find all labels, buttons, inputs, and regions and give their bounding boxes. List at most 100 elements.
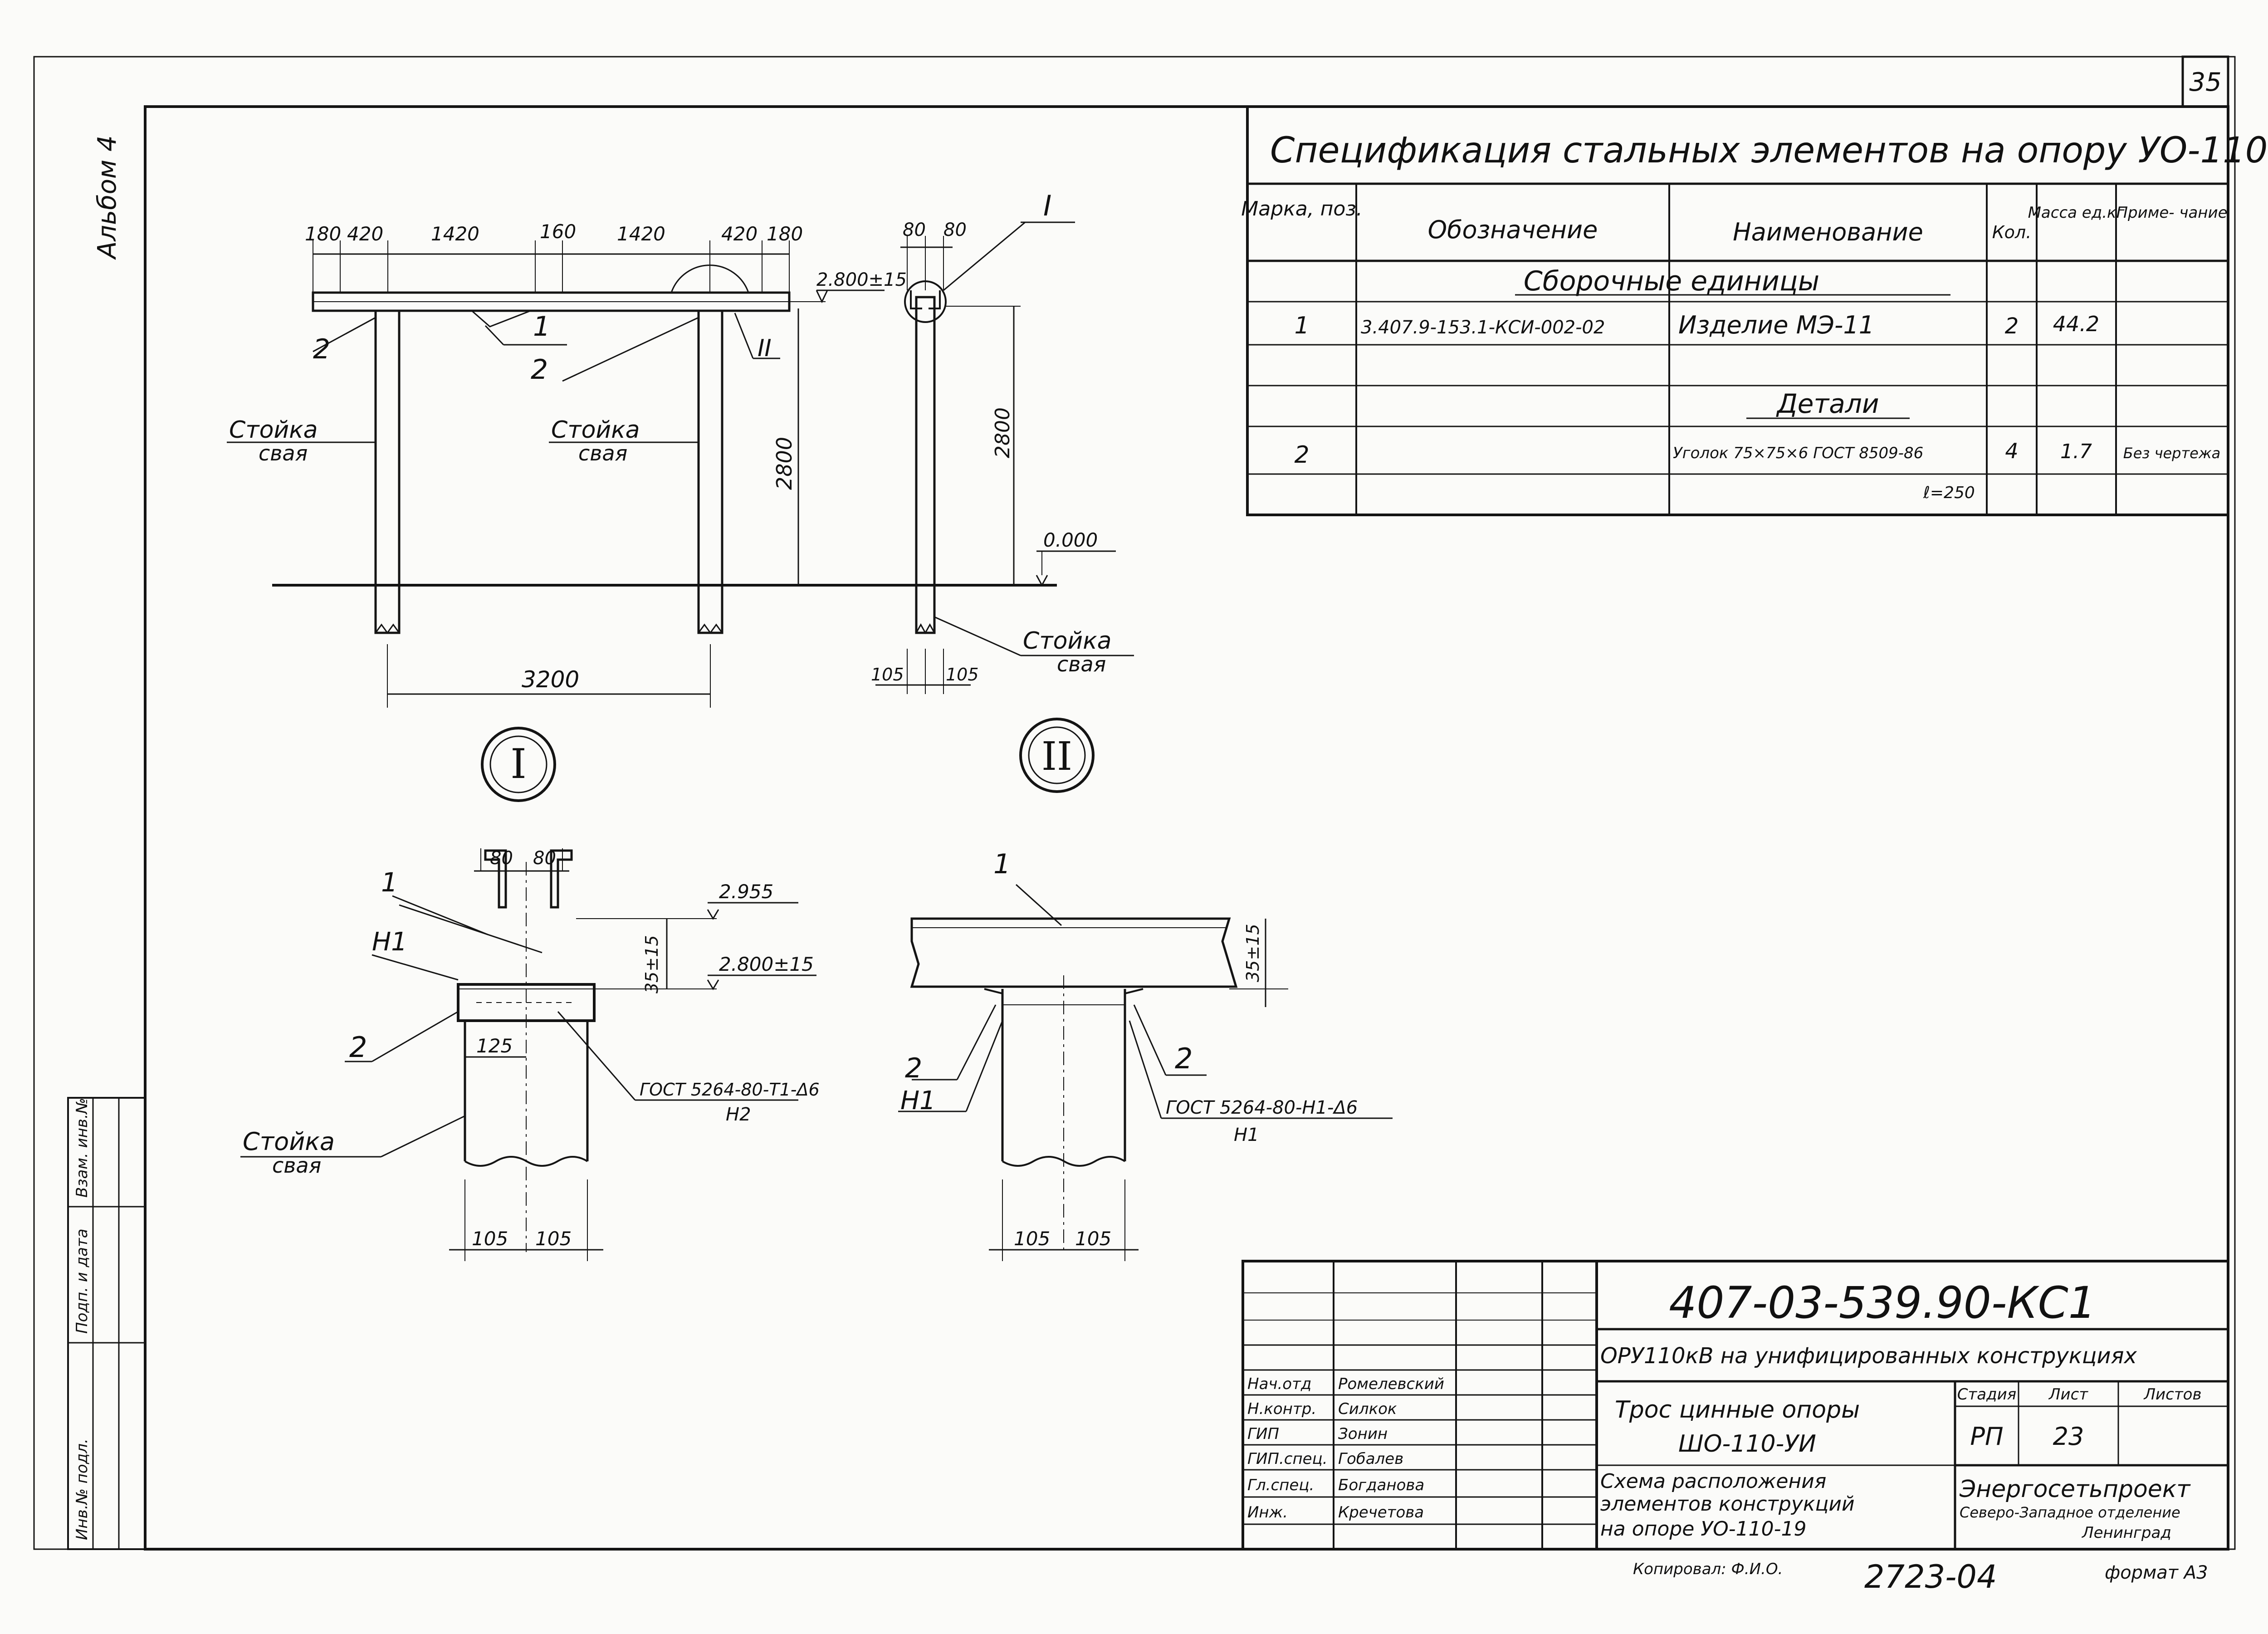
d2-weld: ГОСТ 5264-80-Н1-Δ6 bbox=[1166, 1097, 1358, 1118]
detail-2-label: II bbox=[1041, 734, 1072, 779]
detail-1-label: I bbox=[510, 740, 527, 788]
hdr-mass: Масса ед.кг bbox=[2028, 204, 2125, 222]
sv-dim-105b: 105 bbox=[946, 665, 979, 685]
tb-name-3: Зонин bbox=[1338, 1425, 1388, 1443]
d1-dim-80b: 80 bbox=[533, 848, 556, 869]
row1-qty: 2 bbox=[2005, 313, 2019, 339]
fv-stand-right: Стойка bbox=[551, 416, 640, 444]
detail-2: II 1 35±15 2 Н1 2 ГОСТ 5264-80-Н1-Δ6 Н1 bbox=[898, 718, 1393, 1261]
side-strip: Инв.№ подл. Подп. и дата Взам. инв.№ bbox=[67, 1097, 146, 1550]
row2-name: Уголок 75×75×6 ГОСТ 8509-86 bbox=[1673, 444, 1923, 462]
sv-pile-label: свая bbox=[1057, 652, 1106, 676]
d1-level-bottom: 2.800±15 bbox=[719, 953, 814, 975]
row2-note: Без чертежа bbox=[2123, 445, 2221, 462]
tb-role-6: Инж. bbox=[1247, 1503, 1288, 1521]
section-assemblies: Сборочные единицы bbox=[1524, 265, 1819, 297]
tb-sheet-title-2: ШО-110-УИ bbox=[1678, 1430, 1816, 1458]
row2-qty: 4 bbox=[2005, 439, 2018, 463]
fv-level-top: 2.800±15 bbox=[816, 269, 907, 290]
row2-mark: 2 bbox=[1294, 441, 1309, 469]
d1-callout-1: 1 bbox=[381, 867, 398, 898]
tb-role-2: Н.контр. bbox=[1247, 1400, 1316, 1418]
d2-callout-2-right: 2 bbox=[1175, 1042, 1193, 1075]
row1-designation: 3.407.9-153.1-КСИ-002-02 bbox=[1361, 317, 1605, 338]
d1-callout-2: 2 bbox=[349, 1031, 367, 1064]
fv-callout-2b: 2 bbox=[531, 354, 548, 386]
d2-dim-105a: 105 bbox=[1014, 1228, 1050, 1250]
detail-1: I 80 80 2.955 2.800±15 35±15 125 bbox=[240, 727, 820, 1261]
d1-callout-h1: Н1 bbox=[372, 927, 407, 957]
d1-dim-105a: 105 bbox=[472, 1228, 508, 1250]
fv-span: 3200 bbox=[522, 666, 579, 693]
detail-2-circle bbox=[1019, 718, 1095, 793]
row2-length: ℓ=250 bbox=[1923, 484, 1975, 502]
fv-dim-420a: 420 bbox=[347, 223, 383, 245]
fv-callout-2a: 2 bbox=[313, 333, 330, 365]
row2-mass: 1.7 bbox=[2060, 440, 2092, 463]
fv-dim-1420a: 1420 bbox=[431, 223, 479, 245]
row1-name: Изделие МЭ-11 bbox=[1678, 311, 1874, 339]
tb-name-5: Богданова bbox=[1338, 1476, 1424, 1494]
tb-drawing-title-3: на опоре УО-110-19 bbox=[1600, 1517, 1806, 1541]
d1-dim-35: 35±15 bbox=[642, 935, 662, 993]
detail-1-circle bbox=[481, 727, 556, 802]
tb-sheet-header: Лист bbox=[2048, 1385, 2088, 1404]
tb-name-4: Гобалев bbox=[1338, 1450, 1403, 1468]
sv-dim-105a: 105 bbox=[871, 665, 904, 685]
d1-dim-105b: 105 bbox=[535, 1228, 572, 1250]
row1-mark: 1 bbox=[1294, 312, 1309, 339]
d1-dim-80a: 80 bbox=[490, 848, 513, 869]
page-number: 35 bbox=[2189, 68, 2221, 97]
fv-pile-right: свая bbox=[578, 441, 627, 465]
sv-dim-80a: 80 bbox=[903, 220, 926, 240]
sv-stand: Стойка bbox=[1023, 627, 1111, 655]
tb-role-3: ГИП bbox=[1247, 1425, 1279, 1443]
tb-project: ОРУ110кВ на унифицированных конструкциях bbox=[1600, 1343, 2137, 1369]
tb-role-4: ГИП.спец. bbox=[1247, 1450, 1328, 1468]
strip-inv: Инв.№ подл. bbox=[73, 1438, 91, 1540]
tb-stage-header: Стадия bbox=[1957, 1385, 2016, 1404]
tb-code: 407-03-539.90-КС1 bbox=[1669, 1277, 2096, 1328]
section-details: Детали bbox=[1775, 388, 1879, 419]
tb-role-5: Гл.спец. bbox=[1247, 1476, 1314, 1494]
d1-weld: ГОСТ 5264-80-Т1-Δ6 bbox=[640, 1080, 820, 1100]
format-label: формат А3 bbox=[2105, 1562, 2208, 1583]
fv-callout-1: 1 bbox=[533, 311, 550, 342]
d1-level-top: 2.955 bbox=[719, 881, 773, 903]
title-block: Нач.отд Ромелевский Н.контр. Силкок ГИП … bbox=[1242, 1260, 2229, 1551]
tb-org-3: Ленинград bbox=[2081, 1524, 2171, 1542]
fv-height: 2800 bbox=[772, 437, 797, 490]
sv-dim-80b: 80 bbox=[943, 220, 967, 240]
fv-pile-left: свая bbox=[259, 441, 308, 465]
d1-weld-code: Н2 bbox=[726, 1104, 751, 1125]
sv-pile bbox=[915, 296, 936, 634]
d1-pile: свая bbox=[272, 1153, 321, 1178]
sv-height: 2800 bbox=[991, 407, 1014, 458]
d1-dim-125: 125 bbox=[476, 1035, 513, 1057]
sv-node-1: I bbox=[1043, 189, 1051, 222]
tb-name-1: Ромелевский bbox=[1338, 1375, 1444, 1393]
tb-drawing-title-1: Схема расположения bbox=[1600, 1470, 1826, 1493]
d2-beam bbox=[910, 917, 1238, 988]
strip-sign: Подп. и дата bbox=[73, 1228, 91, 1334]
fv-dim-160: 160 bbox=[540, 220, 576, 243]
tb-sheet: 23 bbox=[2053, 1422, 2084, 1451]
side-view: I 80 80 2800 0.000 105 105 Стойка свая bbox=[860, 189, 1134, 694]
archive-number: 2723-04 bbox=[1864, 1558, 1997, 1595]
tb-org-2: Северо-Западное отделение bbox=[1960, 1504, 2180, 1521]
fv-dim-180a: 180 bbox=[305, 223, 341, 245]
tb-role-1: Нач.отд bbox=[1247, 1375, 1311, 1393]
fv-stand-left: Стойка bbox=[229, 416, 318, 444]
d2-weld-code: Н1 bbox=[1234, 1125, 1259, 1145]
hdr-name: Наименование bbox=[1733, 218, 1923, 246]
tb-sheets-header: Листов bbox=[2143, 1385, 2201, 1404]
strip-replace: Взам. инв.№ bbox=[73, 1098, 91, 1198]
spec-title: Спецификация стальных элементов на опору… bbox=[1270, 130, 2268, 171]
hdr-qty: Кол. bbox=[1992, 222, 2032, 242]
tb-name-6: Кречетова bbox=[1338, 1503, 1424, 1521]
tb-drawing-title-2: элементов конструкций bbox=[1600, 1492, 1855, 1516]
hdr-mark: Марка, поз. bbox=[1241, 197, 1362, 220]
album-label: Альбом 4 bbox=[93, 135, 122, 260]
d2-callout-1: 1 bbox=[993, 848, 1011, 880]
